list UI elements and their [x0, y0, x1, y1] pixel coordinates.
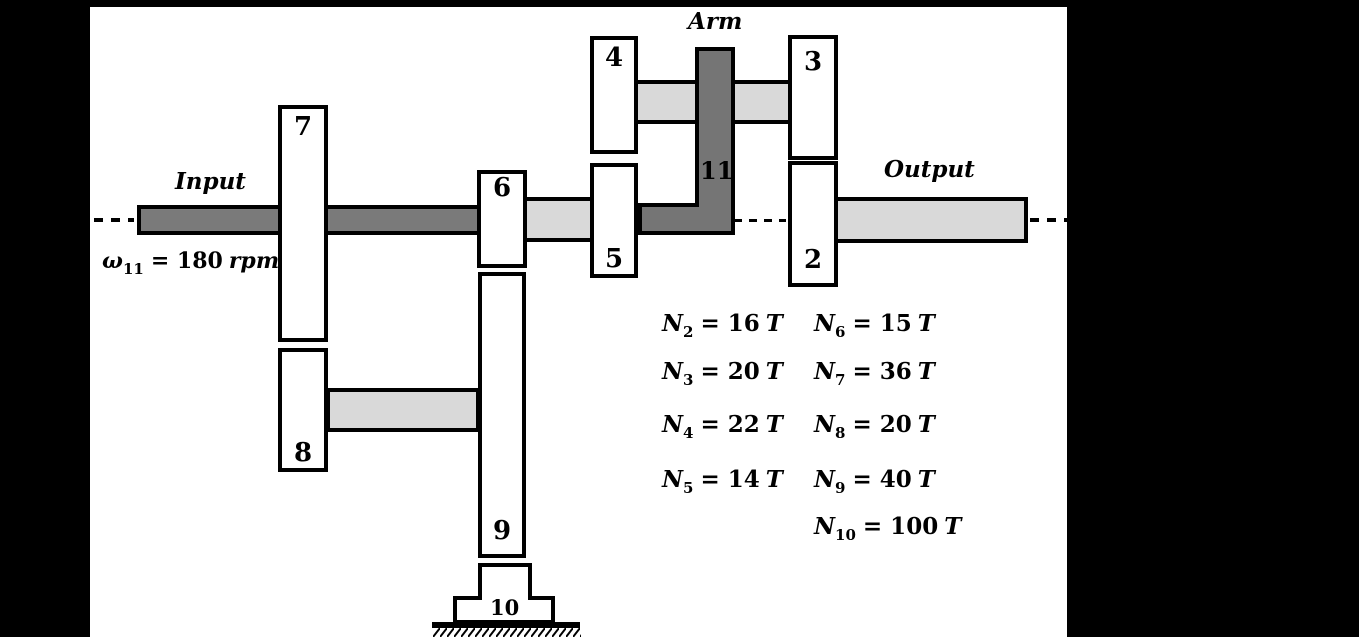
ground-hatching	[433, 628, 581, 637]
shaft-gear6-gear5	[523, 197, 594, 242]
output-label: Output	[884, 156, 975, 183]
ground-line	[432, 622, 580, 628]
shaft-gear8-gear9	[326, 388, 480, 432]
gear-8-label: 8	[293, 438, 313, 468]
gear-5-label: 5	[604, 244, 624, 274]
gear-2: 2	[788, 161, 838, 287]
gear-9: 9	[478, 272, 526, 558]
arm-label: Arm	[688, 8, 743, 35]
omega-unit: rpm	[228, 248, 280, 274]
gear-8: 8	[278, 348, 328, 472]
input-label: Input	[175, 168, 246, 195]
centerline-dash-right	[1030, 218, 1067, 222]
gear-9-label: 9	[492, 516, 512, 546]
centerline-dash-left	[94, 218, 134, 222]
centerline-dash-middle	[734, 219, 786, 222]
gear-7-label: 7	[293, 112, 313, 142]
output-shaft	[834, 197, 1028, 243]
gear-3: 3	[788, 35, 838, 160]
diagram-canvas	[90, 7, 1067, 637]
gear-11-label: 11	[700, 156, 734, 185]
omega-symbol: ω	[102, 248, 123, 274]
gear-3-label: 3	[803, 47, 823, 77]
gear-6: 6	[477, 170, 527, 268]
gear-6-label: 6	[492, 173, 512, 203]
gear-2-label: 2	[803, 245, 823, 275]
arm-link-11	[638, 47, 735, 235]
gear-4: 4	[590, 36, 638, 154]
gear-10-label: 10	[490, 595, 520, 620]
gear-5: 5	[590, 163, 638, 278]
gear-4-label: 4	[604, 43, 624, 73]
gear-7: 7	[278, 105, 328, 342]
